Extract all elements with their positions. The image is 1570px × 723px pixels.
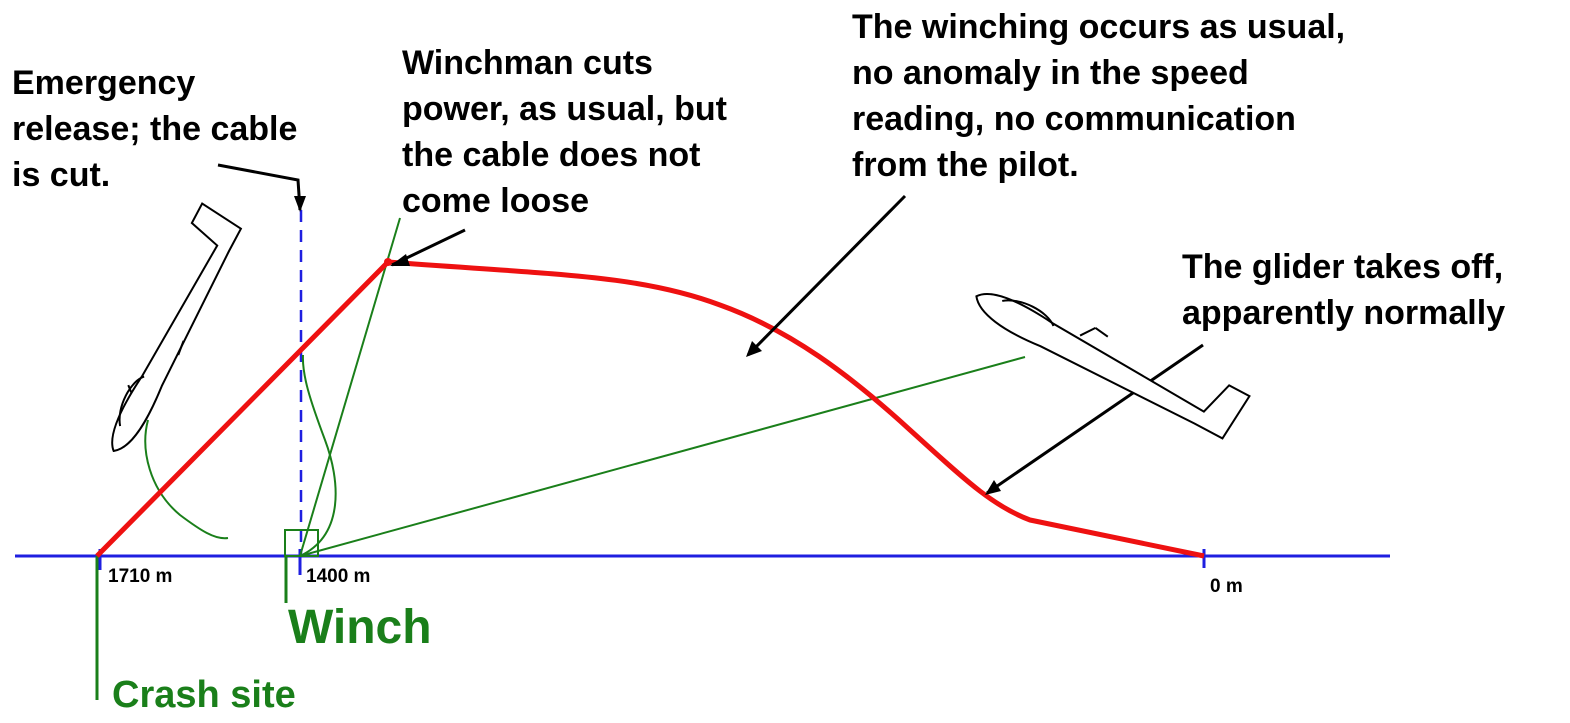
- callout-takeoff-line: The glider takes off,: [1182, 248, 1504, 286]
- cable-glider-crash: [144, 419, 229, 540]
- distance-winch: 1400 m: [306, 566, 371, 587]
- cable-falling: [299, 354, 337, 557]
- arrowhead-winchman: [390, 254, 410, 266]
- callout-emergency-line: release; the cable: [12, 110, 298, 148]
- cable-top: [299, 217, 401, 557]
- callout-winching-line: no anomaly in the speed: [852, 54, 1249, 92]
- distance-start: 0 m: [1210, 576, 1243, 597]
- crash-site-label: Crash site: [112, 674, 296, 716]
- callout-winching-line: reading, no communication: [852, 100, 1296, 138]
- cable-takeoff: [299, 356, 1026, 557]
- glider-icon: [111, 202, 243, 453]
- callout-emergency: Emergency release; the cable is cut.: [12, 60, 297, 198]
- arrowhead-emergency: [294, 196, 306, 212]
- callout-winchman-line: Winchman cuts: [402, 44, 653, 82]
- callout-emergency-line: is cut.: [12, 156, 111, 194]
- apex-point: [384, 258, 392, 266]
- callout-winchman-line: come loose: [402, 182, 590, 220]
- callout-winching: The winching occurs as usual, no anomaly…: [852, 4, 1345, 188]
- callout-takeoff-line: apparently normally: [1182, 294, 1506, 332]
- arrow-takeoff: [986, 343, 1204, 495]
- flight-path: [95, 259, 1205, 559]
- callout-winchman-line: power, as usual, but: [402, 90, 727, 128]
- callout-winching-line: The winching occurs as usual,: [852, 8, 1346, 46]
- callout-winching-line: from the pilot.: [852, 146, 1079, 184]
- arrowhead-winching: [746, 341, 762, 357]
- glider-icon: [975, 292, 1251, 440]
- arrow-winching: [746, 194, 907, 357]
- winch-label: Winch: [288, 601, 432, 654]
- callout-emergency-line: Emergency: [12, 64, 196, 102]
- arrowhead-takeoff: [985, 480, 1001, 495]
- distance-crash: 1710 m: [108, 566, 173, 587]
- callout-winchman: Winchman cuts power, as usual, but the c…: [402, 40, 727, 224]
- callout-takeoff: The glider takes off, apparently normall…: [1182, 244, 1505, 336]
- callout-winchman-line: the cable does not: [402, 136, 701, 174]
